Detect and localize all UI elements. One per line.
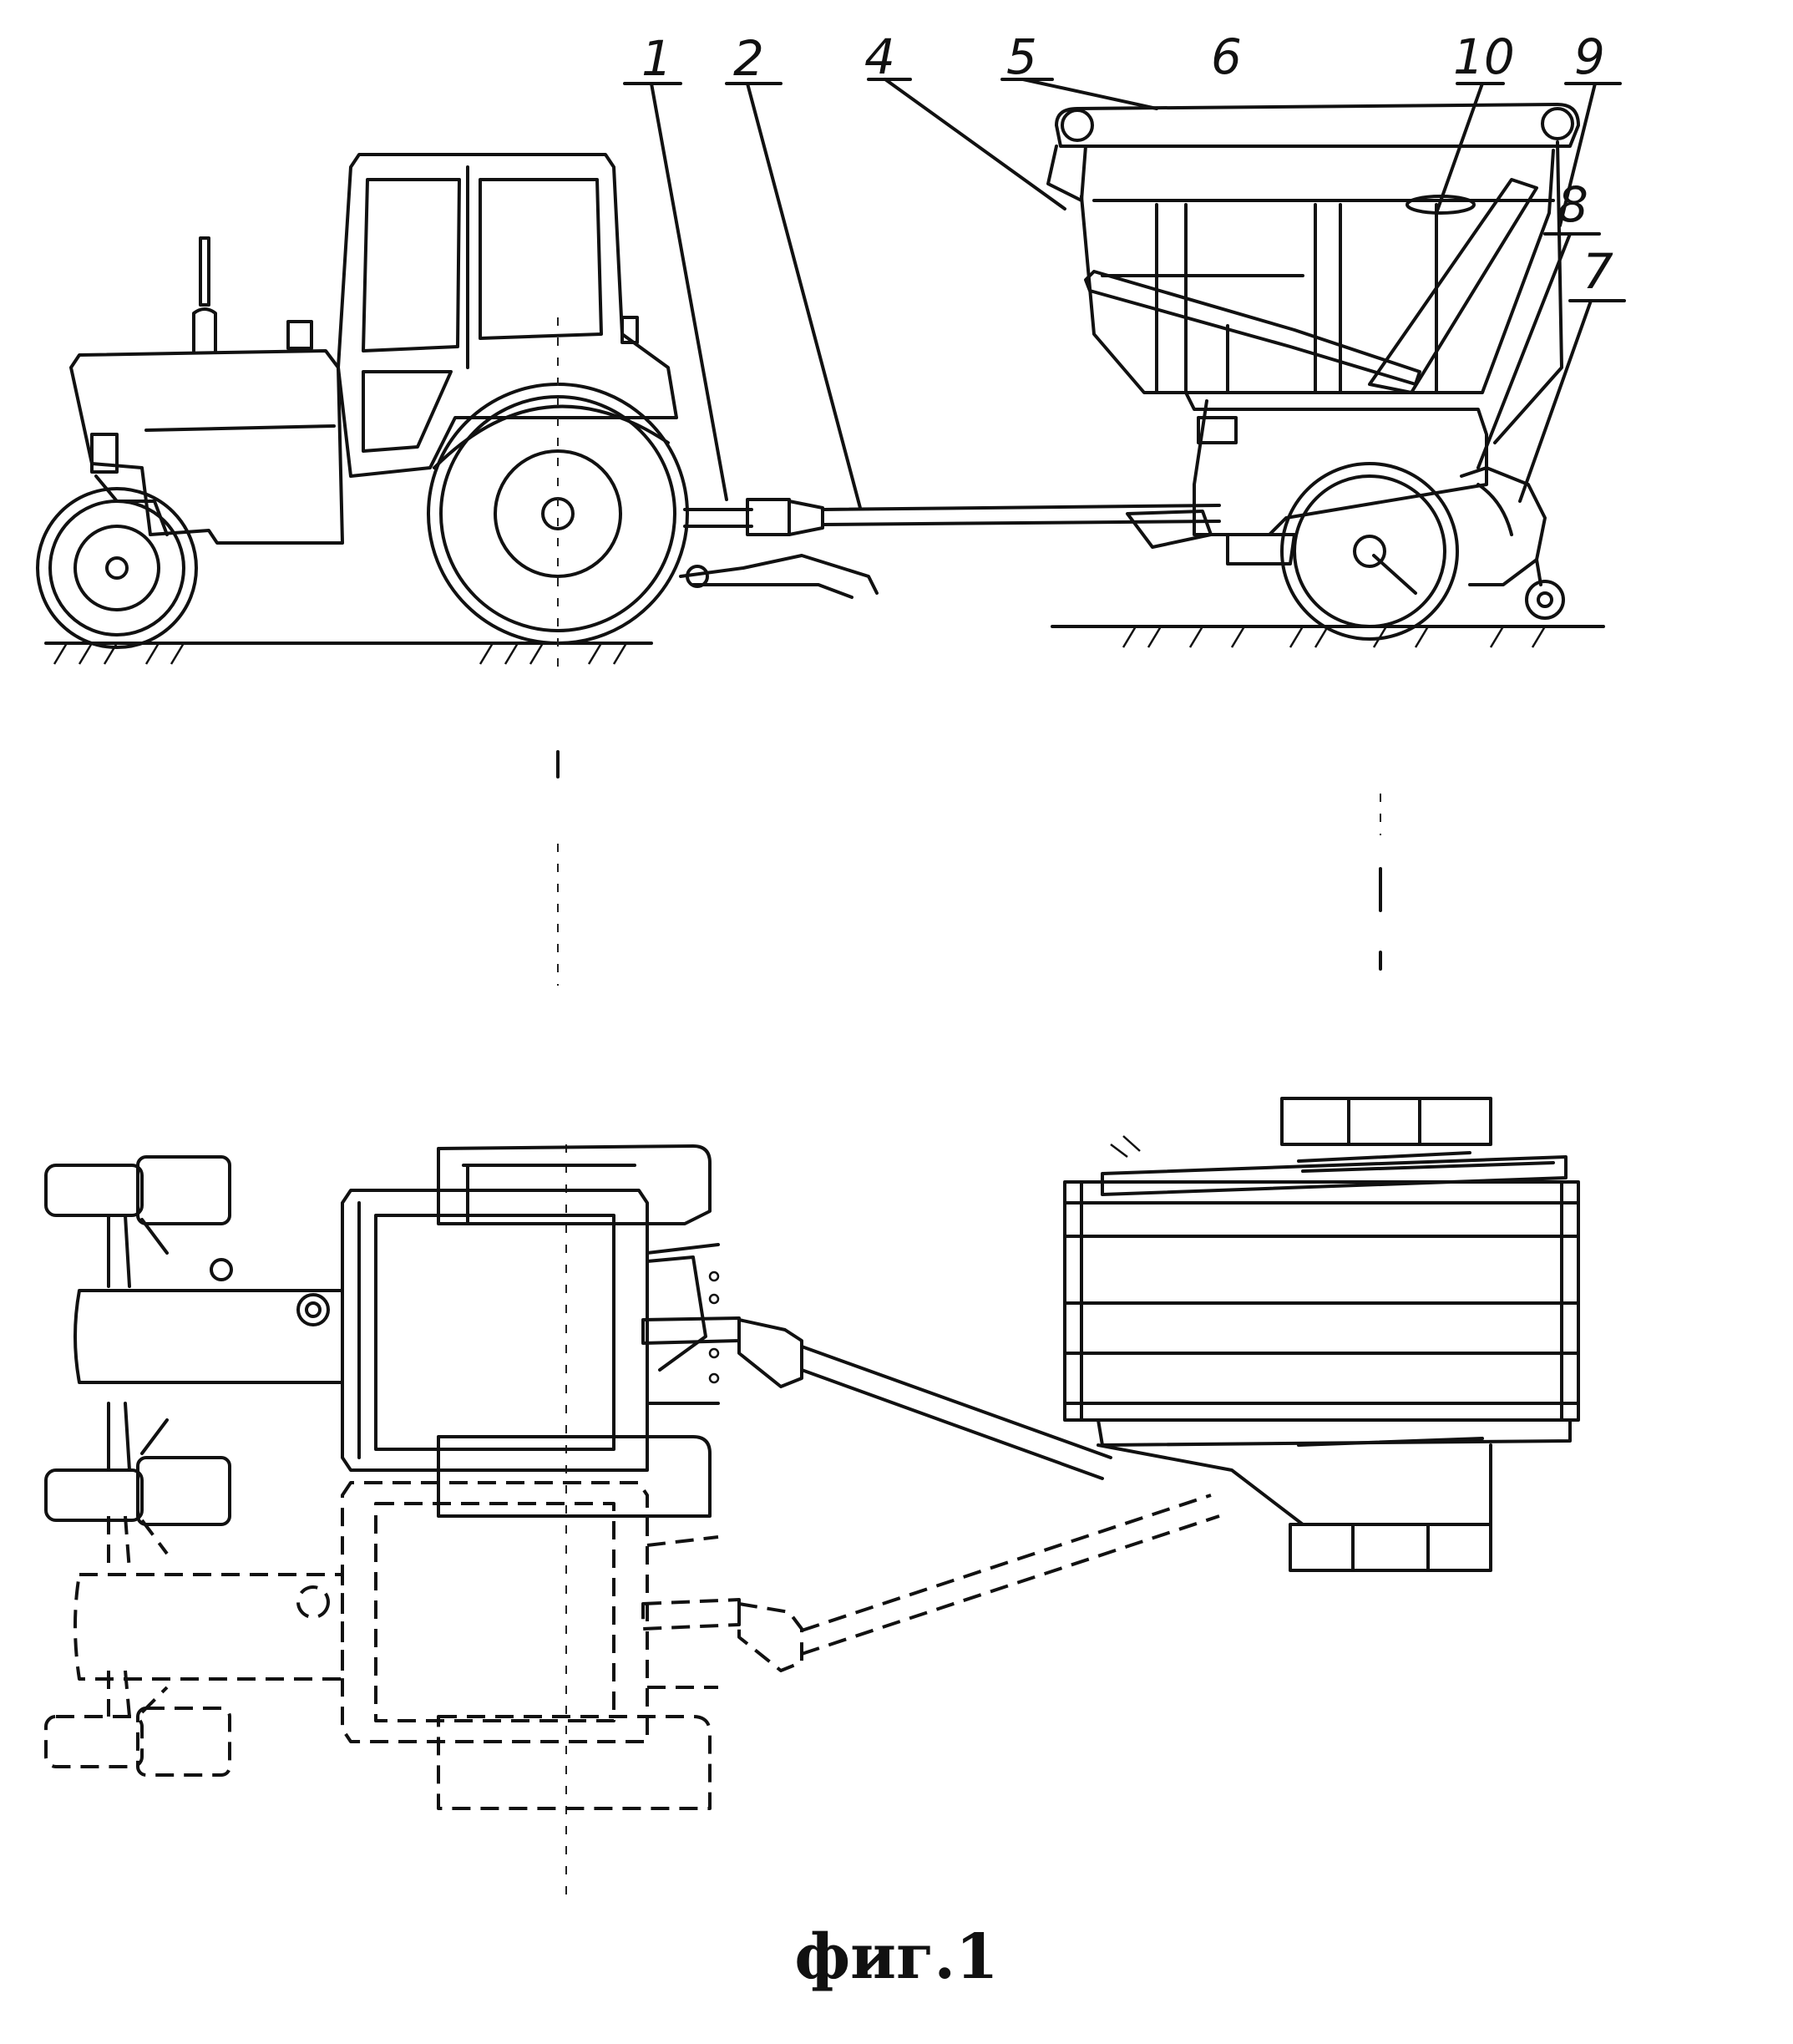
trailer-top <box>1065 1098 1578 1570</box>
leader-lines <box>625 79 1624 508</box>
label-7: 7 <box>1583 243 1613 300</box>
figure-caption: фиг.1 <box>0 1921 1793 1993</box>
label-8: 8 <box>1557 176 1588 233</box>
top-view <box>46 1098 1578 1808</box>
tractor-top-dashed <box>46 1483 1219 1808</box>
label-5: 5 <box>1006 28 1037 85</box>
label-6: 6 <box>1211 28 1242 85</box>
tractor-front-wheel <box>38 489 196 647</box>
label-2: 2 <box>733 30 764 87</box>
side-view: 1 2 4 5 6 10 9 8 7 <box>38 28 1624 664</box>
ground-line <box>46 626 1603 664</box>
tractor-side <box>71 155 877 597</box>
label-4: 4 <box>864 28 895 85</box>
label-1: 1 <box>641 30 672 87</box>
trailer-side <box>1048 104 1578 618</box>
tractor-top-solid <box>46 1146 1111 1524</box>
reference-numerals: 1 2 4 5 6 10 9 8 7 <box>641 28 1613 300</box>
label-10: 10 <box>1453 28 1515 85</box>
label-9: 9 <box>1574 28 1605 85</box>
pto-shaft <box>747 500 1219 535</box>
trailer-wheel <box>1282 464 1457 639</box>
